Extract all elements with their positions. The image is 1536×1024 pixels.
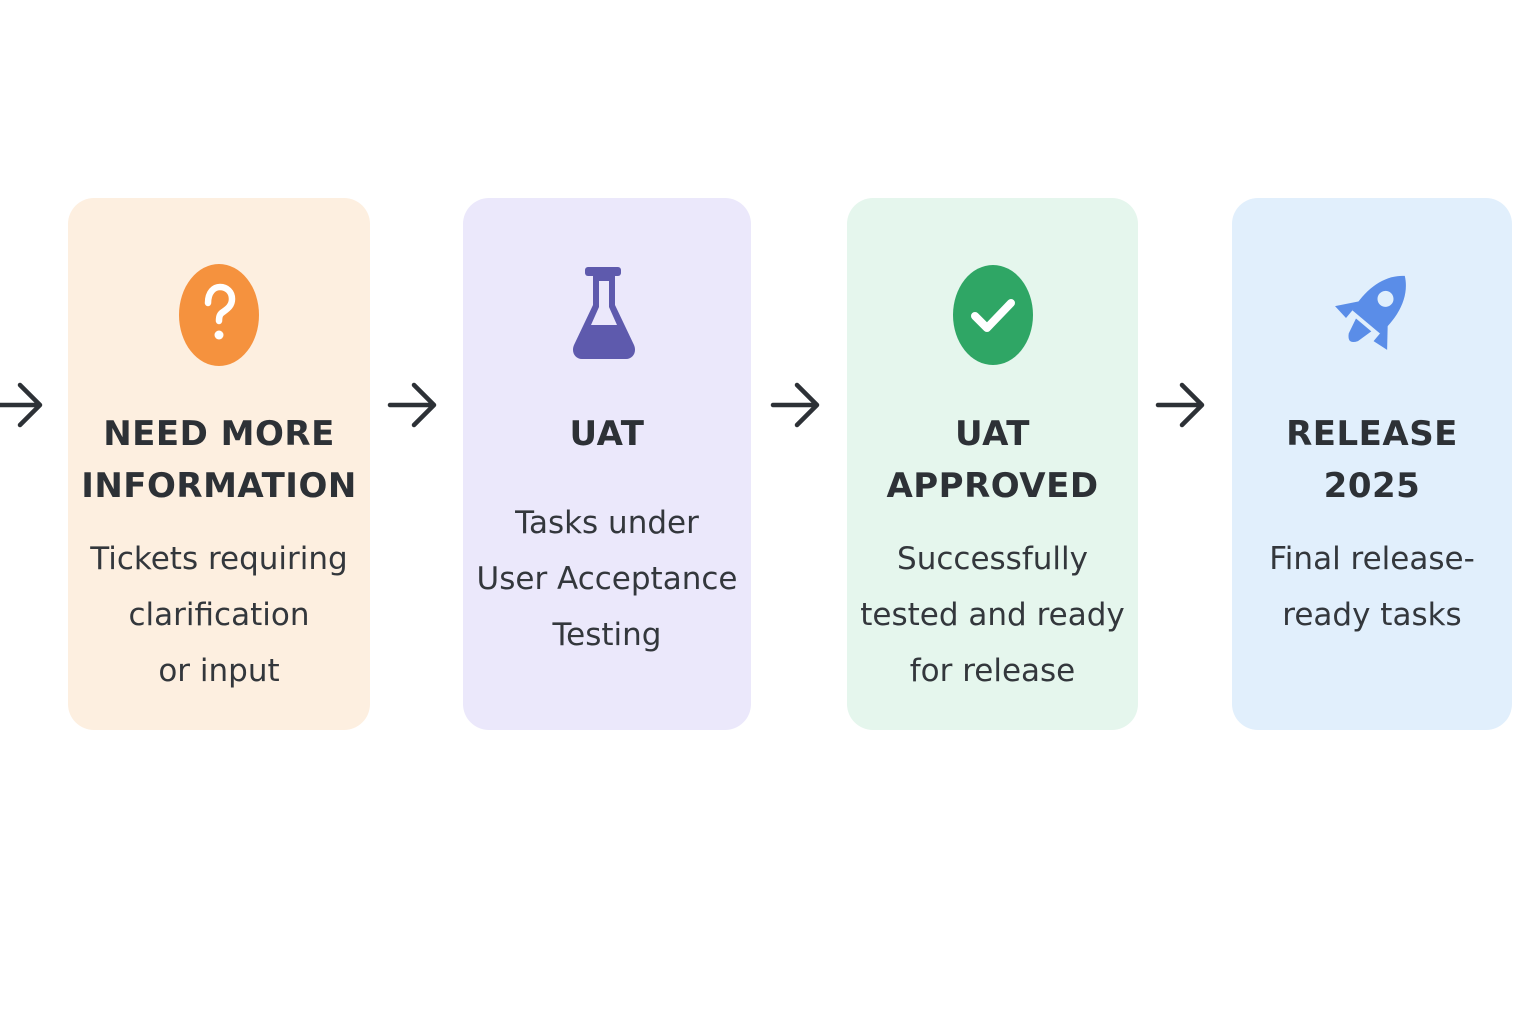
step-description-line: Final release- <box>1269 541 1475 577</box>
step-description-line: User Acceptance <box>476 561 738 597</box>
question-mark-icon <box>164 260 274 370</box>
checkmark-icon <box>938 260 1048 370</box>
step-description-line: or input <box>158 653 280 689</box>
flow-arrow-1 <box>387 382 437 428</box>
step-title: RELEASE 2025 <box>1232 408 1512 512</box>
flow-arrow-2 <box>770 382 820 428</box>
step-description-line: Tasks under <box>515 505 699 541</box>
step-title-line: UAT <box>569 414 645 454</box>
step-description-line: for release <box>909 653 1076 689</box>
step-title-line: INFORMATION <box>81 466 357 506</box>
rocket-icon <box>1317 260 1427 370</box>
step-card-release-2025: RELEASE 2025 Final release- ready tasks <box>1232 198 1512 730</box>
step-title: UAT APPROVED <box>847 408 1138 512</box>
step-title-line: UAT <box>955 414 1030 454</box>
step-title-line: 2025 <box>1323 466 1421 506</box>
step-title-line: RELEASE <box>1286 414 1458 454</box>
step-title: NEED MORE INFORMATION <box>68 408 370 512</box>
step-description-line: Testing <box>552 617 662 653</box>
step-description: Final release- ready tasks <box>1232 531 1512 643</box>
step-description-line: Tickets requiring <box>90 541 348 577</box>
step-description-line: ready tasks <box>1282 597 1462 633</box>
flow-arrow-incoming <box>0 382 43 428</box>
flow-arrow-3 <box>1155 382 1205 428</box>
step-card-need-more-information: NEED MORE INFORMATION Tickets requiring … <box>68 198 370 730</box>
step-title-line: APPROVED <box>886 466 1099 506</box>
step-description-line: Successfully <box>897 541 1088 577</box>
step-card-uat: UAT Tasks under User Acceptance Testing <box>463 198 751 730</box>
step-description: Tickets requiring clarification or input <box>68 531 370 699</box>
step-card-uat-approved: UAT APPROVED Successfully tested and rea… <box>847 198 1138 730</box>
step-title-line: NEED MORE <box>103 414 335 454</box>
step-title: UAT <box>463 408 751 460</box>
step-description: Successfully tested and ready for releas… <box>847 531 1138 699</box>
step-description-line: clarification <box>128 597 310 633</box>
step-description: Tasks under User Acceptance Testing <box>463 495 751 663</box>
step-description-line: tested and ready <box>860 597 1125 633</box>
flask-icon <box>552 260 662 370</box>
